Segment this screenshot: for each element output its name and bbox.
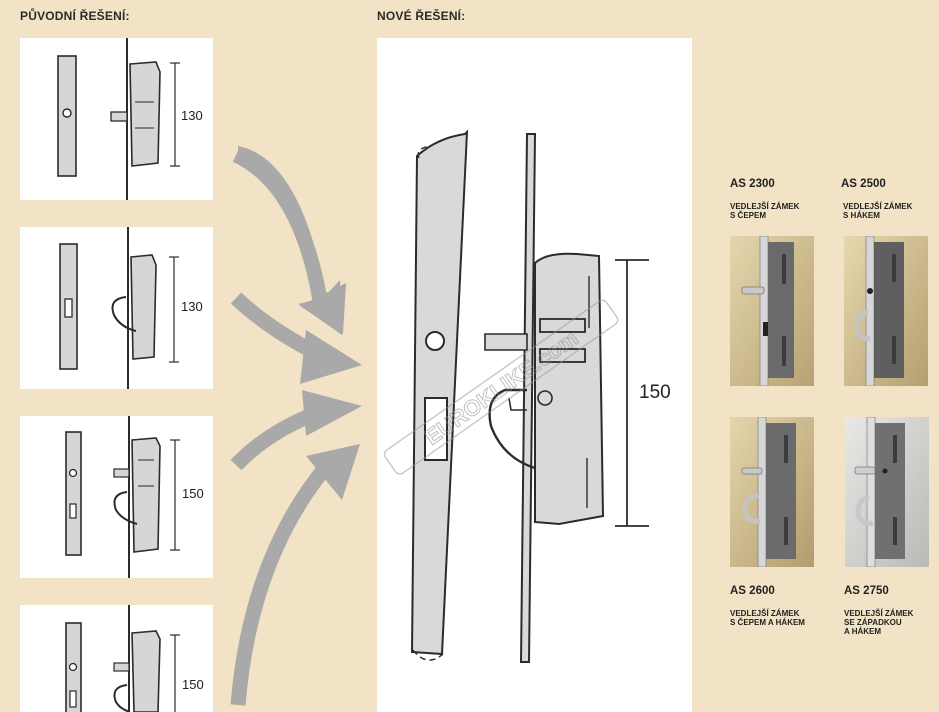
lock-sketch-pin-hook-3 xyxy=(65,416,180,578)
product-photo-as2750 xyxy=(845,417,929,567)
product-description-2: VEDLEJŠÍ ZÁMEK S HÁKEM xyxy=(843,202,913,220)
product-photo-as2300 xyxy=(730,236,814,386)
product-model-4: AS 2750 xyxy=(844,585,889,597)
lock-sketch-latch-hook-4 xyxy=(65,605,180,712)
heading-new-solution: NOVÉ ŘEŠENÍ: xyxy=(377,9,466,23)
original-solution-panel-4: 150 xyxy=(20,605,213,712)
product-description-3: VEDLEJŠÍ ZÁMEK S ČEPEM A HÁKEM xyxy=(730,609,805,627)
product-model-3: AS 2600 xyxy=(730,585,775,597)
product-model-1: AS 2300 xyxy=(730,178,775,190)
arrow-1-shaft xyxy=(232,148,328,302)
original-solution-panel-2: 130 xyxy=(20,227,213,389)
product-description-1: VEDLEJŠÍ ZÁMEK S ČEPEM xyxy=(730,202,800,220)
original-solution-panel-3: 150 xyxy=(20,416,213,578)
arrow-4-shaft xyxy=(230,463,331,706)
arrow-4-head xyxy=(306,444,360,500)
arrow-2-head xyxy=(300,330,362,384)
lock-sketch-pin-1 xyxy=(57,38,180,200)
new-solution-panel: EUROKLIKE.com 150 xyxy=(377,38,692,712)
product-model-2: AS 2500 xyxy=(841,178,886,190)
lock-sketch-hook-2 xyxy=(59,227,179,389)
product-photo-as2500 xyxy=(844,236,928,386)
arrow-3-head xyxy=(302,390,362,436)
product-description-4: VEDLEJŠÍ ZÁMEK SE ZÁPADKOU A HÁKEM xyxy=(844,609,914,636)
product-photo-as2600 xyxy=(730,417,814,567)
heading-original-solution: PŮVODNÍ ŘEŠENÍ: xyxy=(20,9,130,23)
arrow-1-head xyxy=(300,283,346,334)
lock-sketch-new: EUROKLIKE.com xyxy=(383,129,649,663)
